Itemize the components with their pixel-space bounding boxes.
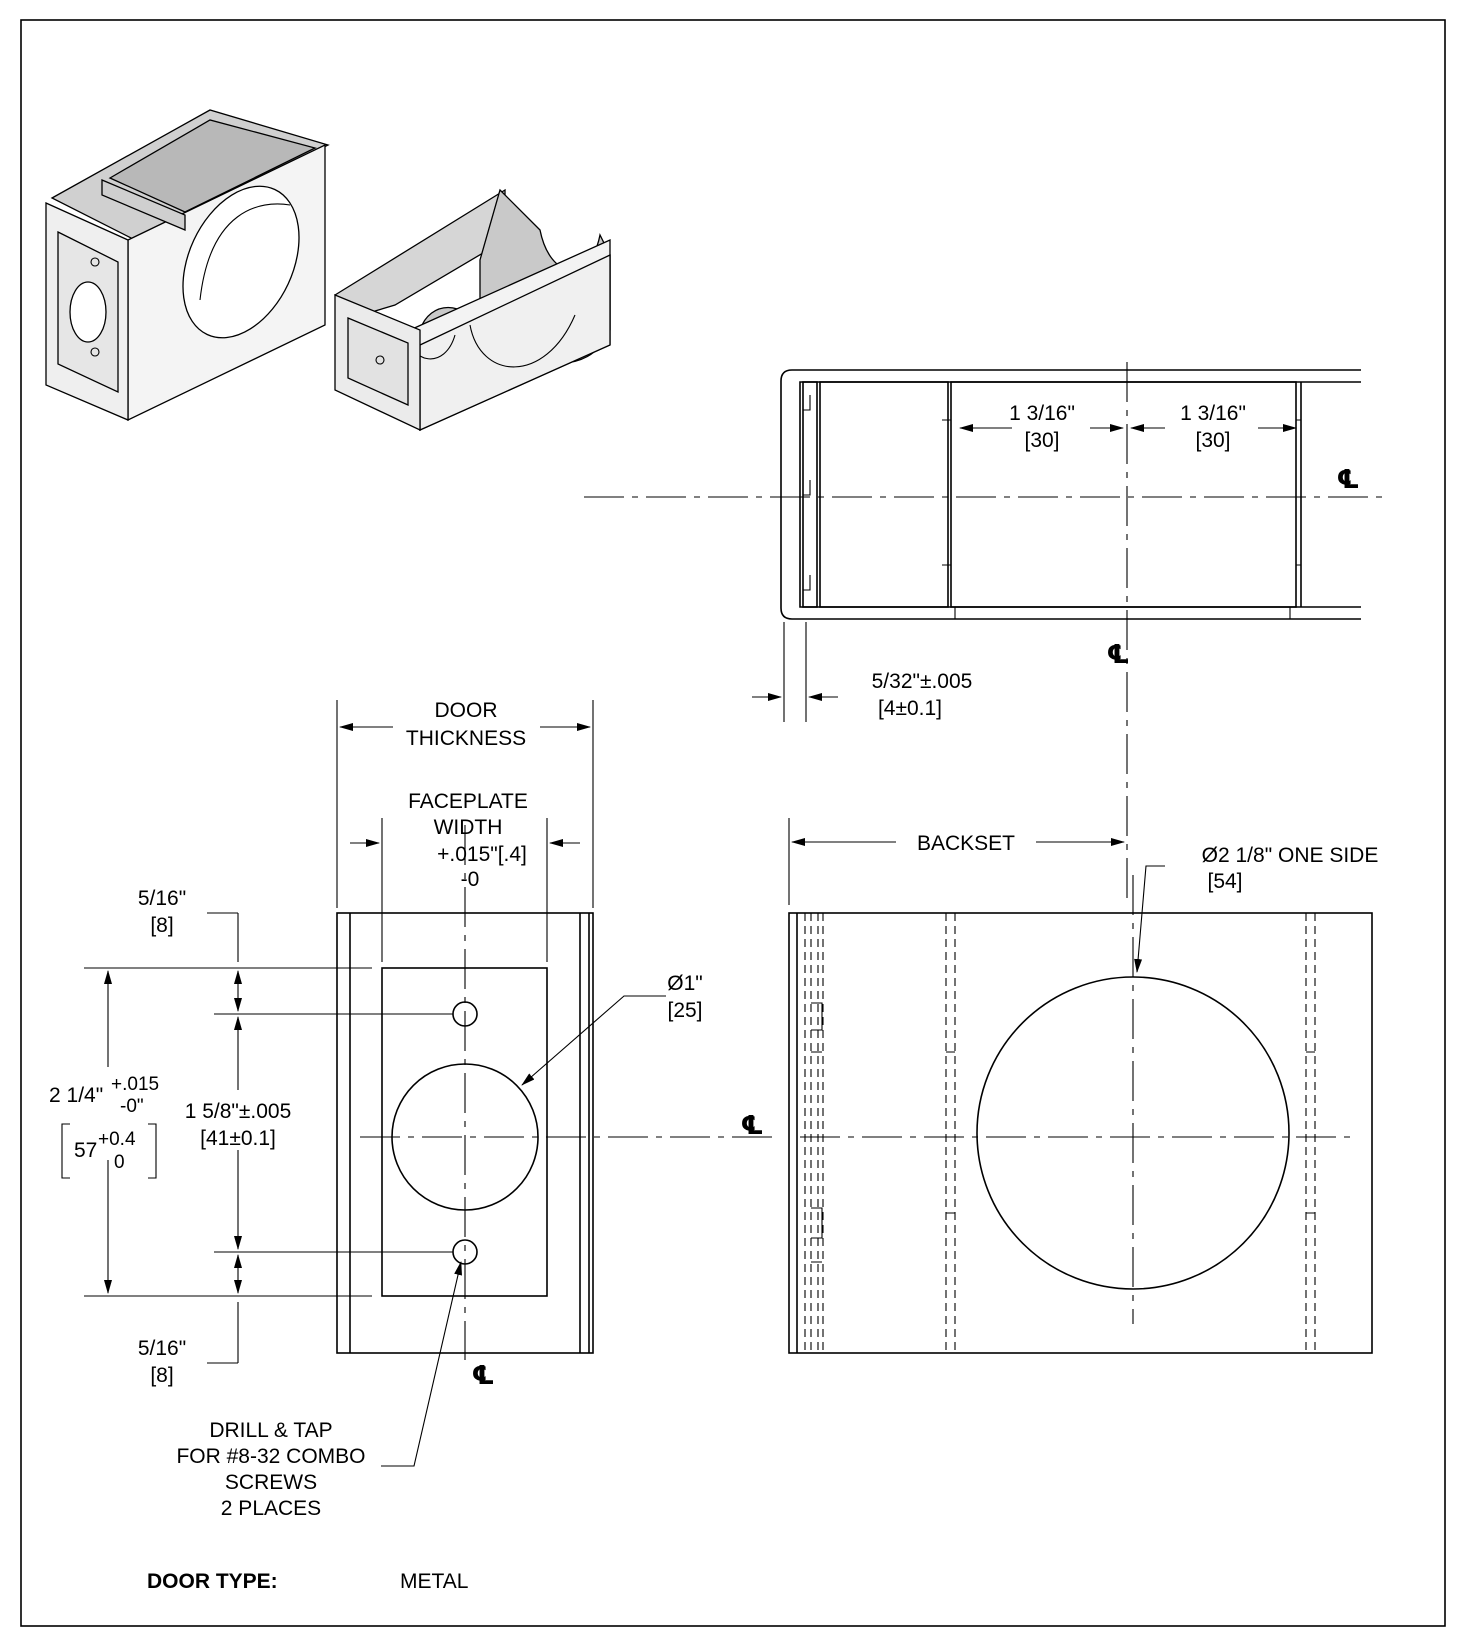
- faceplate-width-label-1: FACEPLATE: [408, 790, 528, 813]
- faceplate-width-tol-minus: -0: [461, 868, 480, 891]
- top-offset-dimension-mm: [8]: [150, 914, 173, 937]
- height-tolerance-minus: -0": [120, 1096, 144, 1117]
- height-mm-tolerance-plus: +0.4: [98, 1129, 136, 1150]
- sheet-border: [20, 19, 1446, 1627]
- hole-diameter-dimension: Ø1": [667, 972, 702, 995]
- centerline-symbol-middle: ℄: [740, 1110, 763, 1140]
- faceplate-width-tol-plus: +.015"[.4]: [437, 843, 527, 866]
- screw-spacing-dimension: 1 5/8"±.005: [185, 1100, 292, 1123]
- hole-diameter-dimension-mm: [25]: [667, 999, 702, 1022]
- note-line-4: 2 PLACES: [221, 1497, 321, 1520]
- isometric-cradle-view: [334, 188, 611, 432]
- rib-right-dimension-mm: [30]: [1195, 429, 1230, 452]
- height-tolerance-plus: +.015: [111, 1074, 159, 1095]
- door-type-value: METAL: [400, 1570, 468, 1593]
- door-type-label: DOOR TYPE:: [147, 1570, 278, 1593]
- backset-label: BACKSET: [917, 832, 1015, 855]
- note-line-2: FOR #8-32 COMBO: [176, 1445, 365, 1468]
- centerline-symbol-top-right: ℄: [1336, 464, 1359, 494]
- faceplate-front-view: ℄ DOOR THICKNESS FACEPLATE WIDTH +.015"[…: [49, 699, 775, 1520]
- bore-diameter-dimension: Ø2 1/8" ONE SIDE: [1202, 844, 1379, 867]
- housing-side-view: BACKSET Ø2 1/8" ONE SIDE [54]: [788, 818, 1379, 1354]
- note-line-3: SCREWS: [225, 1471, 317, 1494]
- bottom-offset-dimension: 5/16": [138, 1337, 186, 1360]
- centerline-symbol-front: ℄: [471, 1360, 494, 1390]
- rib-left-dimension-mm: [30]: [1024, 429, 1059, 452]
- height-dimension-mm: 57: [74, 1139, 97, 1162]
- bore-diameter-dimension-mm: [54]: [1207, 870, 1242, 893]
- rib-left-dimension: 1 3/16": [1009, 402, 1075, 425]
- wall-dimension-mm: [4±0.1]: [878, 697, 942, 720]
- bottom-offset-dimension-mm: [8]: [150, 1364, 173, 1387]
- rib-right-dimension: 1 3/16": [1180, 402, 1246, 425]
- centerline-symbol-top-bottom: ℄: [1106, 639, 1129, 669]
- height-dimension: 2 1/4": [49, 1084, 103, 1107]
- height-mm-tolerance-minus: 0: [114, 1152, 125, 1173]
- note-line-1: DRILL & TAP: [209, 1419, 332, 1442]
- top-section-view: 1 3/16" [30] 1 3/16" [30] ℄ ℄ 5/32"±.005…: [584, 362, 1385, 900]
- isometric-housing-view: [45, 109, 330, 422]
- screw-spacing-dimension-mm: [41±0.1]: [200, 1127, 276, 1150]
- faceplate-width-label-2: WIDTH: [434, 816, 503, 839]
- door-thickness-label-2: THICKNESS: [406, 727, 526, 750]
- top-offset-dimension: 5/16": [138, 887, 186, 910]
- wall-dimension: 5/32"±.005: [872, 670, 973, 693]
- door-thickness-label-1: DOOR: [435, 699, 498, 722]
